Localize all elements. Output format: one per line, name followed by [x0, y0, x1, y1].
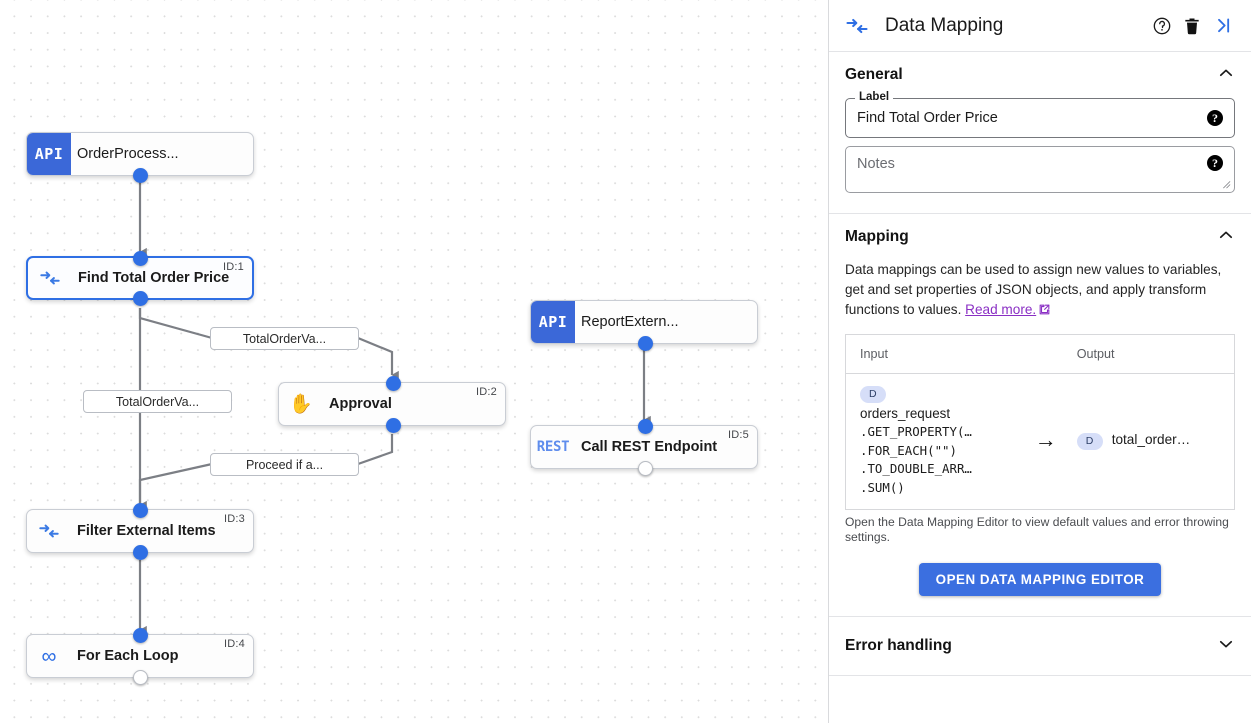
node-orderprocess[interactable]: API OrderProcess... [26, 132, 254, 183]
node-id-badge: ID:2 [476, 386, 497, 398]
chevron-down-icon[interactable] [1217, 635, 1235, 658]
input-type-chip: D [860, 385, 886, 403]
section-error-handling-title: Error handling [845, 637, 952, 655]
node-find-total-order-price[interactable]: Find Total Order Price ID:1 [26, 250, 254, 306]
help-circle-icon[interactable] [1147, 11, 1177, 41]
node-port-out[interactable] [132, 544, 148, 560]
collapse-panel-icon[interactable] [1207, 11, 1237, 41]
input-transform-chain: .GET_PROPERTY(… .FOR_EACH("") .TO_DOUBLE… [860, 424, 972, 495]
node-title: Approval [329, 396, 392, 412]
node-port-out[interactable] [385, 417, 401, 433]
node-filter-external-items[interactable]: Filter External Items ID:3 [26, 502, 254, 560]
hand-icon: ✋ [289, 393, 313, 415]
panel-title: Data Mapping [885, 14, 1004, 36]
node-reportextern[interactable]: API ReportExtern... [530, 300, 758, 351]
node-port-out[interactable] [132, 290, 148, 306]
edge-label-proceed-if-approved[interactable]: Proceed if a... [210, 453, 359, 476]
rest-icon: REST [536, 439, 570, 455]
section-divider [829, 213, 1251, 214]
label-field-value: Find Total Order Price [857, 110, 998, 126]
node-port-out[interactable] [637, 335, 653, 351]
output-variable-name: total_order… [1111, 432, 1191, 448]
node-for-each-loop[interactable]: ∞ For Each Loop ID:4 [26, 627, 254, 685]
node-port-out[interactable] [637, 460, 653, 476]
data-mapping-icon [28, 258, 72, 298]
column-header-output: Output [1072, 334, 1235, 374]
notes-field[interactable]: Notes ? [845, 146, 1235, 193]
arrow-right-icon: → [1034, 427, 1057, 453]
section-general: General Label Find Total Order Price ? N… [829, 52, 1251, 193]
node-port-in[interactable] [132, 502, 148, 518]
node-title: Find Total Order Price [78, 270, 230, 286]
section-divider [829, 675, 1251, 677]
panel-body: General Label Find Total Order Price ? N… [829, 52, 1251, 723]
mapping-description: Data mappings can be used to assign new … [845, 260, 1235, 322]
edge-layer [138, 178, 651, 635]
node-title: For Each Loop [77, 648, 179, 664]
node-title: ReportExtern... [581, 314, 679, 330]
node-approval[interactable]: ✋ Approval ID:2 [278, 375, 506, 433]
node-id-badge: ID:1 [223, 261, 244, 273]
data-mapping-icon [27, 510, 71, 552]
section-error-handling-header[interactable]: Error handling [845, 617, 1235, 675]
section-error-handling: Error handling [829, 617, 1251, 675]
external-link-icon[interactable] [1038, 302, 1051, 322]
mapping-table-note: Open the Data Mapping Editor to view def… [845, 515, 1229, 545]
loop-icon: ∞ [41, 644, 57, 668]
data-mapping-icon [845, 14, 871, 38]
node-id-badge: ID:4 [224, 638, 245, 650]
mapping-table-header-row: Input Output [845, 334, 1235, 374]
properties-panel: Data Mapping [828, 0, 1251, 723]
section-mapping: Mapping Data mappings can be used to ass… [829, 214, 1251, 616]
notes-field-placeholder: Notes [857, 156, 895, 172]
output-type-chip: D [1076, 432, 1103, 450]
help-icon[interactable]: ? [1207, 155, 1223, 171]
api-icon: API [27, 133, 71, 175]
read-more-link[interactable]: Read more. [965, 302, 1037, 317]
mapping-input-expression: orders_request .GET_PROPERTY(… .FOR_EACH… [860, 405, 1019, 498]
panel-header: Data Mapping [829, 0, 1251, 52]
node-title: Call REST Endpoint [581, 439, 718, 455]
input-variable-name: orders_request [860, 405, 951, 421]
node-id-badge: ID:5 [728, 429, 749, 441]
node-port-in[interactable] [132, 627, 148, 643]
node-id-badge: ID:3 [224, 513, 245, 525]
open-data-mapping-editor-button[interactable]: OPEN DATA MAPPING EDITOR [918, 563, 1162, 597]
section-general-header[interactable]: General [845, 52, 1235, 98]
mapping-arrow-cell: → [1019, 374, 1073, 510]
mapping-input-cell[interactable]: D orders_request .GET_PROPERTY(… .FOR_EA… [846, 374, 1019, 510]
node-port-in[interactable] [385, 375, 401, 391]
node-port-out[interactable] [132, 669, 148, 685]
section-divider [829, 616, 1251, 618]
column-header-input: Input [845, 334, 1019, 374]
label-field-caption: Label [855, 91, 894, 103]
node-port-in[interactable] [132, 250, 148, 266]
mapping-table: Input Output D orders_request .GET_PROPE… [845, 334, 1235, 511]
label-field[interactable]: Label Find Total Order Price ? [845, 91, 1235, 138]
section-mapping-title: Mapping [845, 228, 909, 245]
node-port-out[interactable] [132, 167, 148, 183]
node-title: OrderProcess... [77, 146, 179, 162]
node-port-in[interactable] [637, 418, 653, 434]
edge-label-total-order-value-1[interactable]: TotalOrderVa... [210, 327, 359, 350]
node-call-rest-endpoint[interactable]: REST Call REST Endpoint ID:5 [530, 418, 758, 476]
edge-label-total-order-value-2[interactable]: TotalOrderVa... [83, 390, 232, 413]
workflow-canvas[interactable]: API OrderProcess... Find Total Order Pri… [0, 0, 828, 723]
help-icon[interactable]: ? [1207, 110, 1223, 126]
resize-handle-icon[interactable] [1222, 180, 1231, 189]
api-icon: API [531, 301, 575, 343]
node-title: Filter External Items [77, 523, 216, 539]
trash-icon[interactable] [1177, 11, 1207, 41]
mapping-button-row: OPEN DATA MAPPING EDITOR [845, 563, 1235, 616]
mapping-description-text: Data mappings can be used to assign new … [845, 262, 1222, 317]
chevron-up-icon[interactable] [1217, 226, 1235, 249]
table-row[interactable]: D orders_request .GET_PROPERTY(… .FOR_EA… [846, 374, 1235, 510]
section-general-title: General [845, 66, 903, 83]
section-mapping-header[interactable]: Mapping [845, 214, 1235, 260]
chevron-up-icon[interactable] [1217, 64, 1235, 87]
